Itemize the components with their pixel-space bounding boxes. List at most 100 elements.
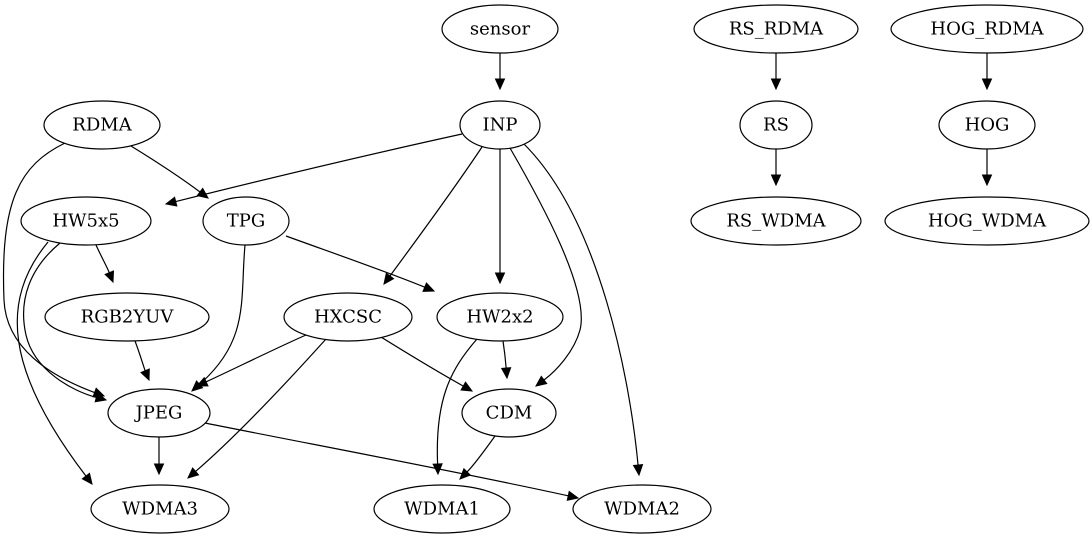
edge-rs-to-rs_wdma — [770, 148, 782, 187]
node-ellipse — [441, 4, 559, 54]
edge-line — [16, 241, 87, 477]
node-rs: RS — [739, 100, 813, 150]
edge-line — [130, 145, 201, 193]
node-label: WDMA1 — [404, 499, 480, 520]
edge-line — [389, 146, 483, 277]
edge-line — [502, 340, 507, 369]
arrowhead — [187, 467, 200, 479]
node-tpg: TPG — [202, 196, 290, 246]
arrowhead — [460, 381, 474, 392]
node-ellipse — [43, 100, 161, 150]
edge-rs_rdma-to-rs — [770, 52, 782, 91]
node-ellipse — [283, 292, 413, 342]
edges-layer — [2, 52, 993, 501]
node-sensor: sensor — [441, 4, 559, 54]
edge-line — [285, 235, 425, 288]
edge-inp-to-hw5x5 — [164, 133, 463, 207]
edge-cdm-to-wdma1 — [459, 435, 496, 480]
node-label: RS_RDMA — [729, 19, 824, 40]
edge-inp-to-cdm — [509, 147, 582, 387]
arrowhead — [770, 174, 782, 187]
edge-hxcsc-to-cdm — [380, 336, 474, 392]
node-ellipse — [20, 196, 152, 246]
node-ellipse — [572, 484, 712, 534]
node-jpeg: JPEG — [107, 388, 211, 438]
edge-hxcsc-to-jpeg — [195, 334, 307, 387]
edge-inp-to-hw2x2 — [494, 148, 506, 285]
arrowhead — [500, 367, 512, 380]
edge-line — [195, 338, 327, 472]
edge-line — [523, 143, 639, 466]
edge-inp-to-wdma2 — [523, 143, 644, 477]
arrowhead — [164, 196, 178, 207]
node-label: RS_WDMA — [726, 211, 826, 232]
node-hw2x2: HW2x2 — [436, 292, 564, 342]
edge-line — [466, 435, 496, 473]
arrowhead — [195, 376, 209, 387]
node-ellipse — [739, 100, 813, 150]
edge-rgb2yuv-to-jpeg — [134, 340, 150, 382]
node-label: TPG — [227, 211, 266, 232]
arrowhead — [981, 78, 993, 91]
node-hxcsc: HXCSC — [283, 292, 413, 342]
node-rgb2yuv: RGB2YUV — [44, 292, 210, 342]
node-label: RS — [763, 115, 789, 136]
arrowhead — [383, 272, 395, 285]
node-wdma2: WDMA2 — [572, 484, 712, 534]
node-ellipse — [436, 292, 564, 342]
arrowhead — [422, 282, 436, 292]
arrowhead — [153, 463, 165, 476]
node-label: CDM — [486, 403, 533, 424]
node-ellipse — [202, 196, 290, 246]
edge-inp-to-hxcsc — [383, 146, 483, 285]
edge-sensor-to-inp — [494, 52, 506, 91]
edge-line — [509, 147, 582, 381]
node-rdma: RDMA — [43, 100, 161, 150]
node-label: HW2x2 — [466, 307, 533, 328]
arrowhead — [140, 368, 150, 382]
arrowhead — [981, 174, 993, 187]
arrowhead — [494, 78, 506, 91]
edge-line — [2, 142, 95, 394]
edge-line — [205, 334, 307, 383]
node-ellipse — [373, 484, 511, 534]
node-rs-rdma: RS_RDMA — [693, 4, 859, 54]
node-hog-rdma: HOG_RDMA — [890, 4, 1084, 54]
arrowhead — [770, 78, 782, 91]
node-ellipse — [459, 100, 541, 150]
arrowhead — [81, 472, 93, 485]
edge-jpeg-to-wdma2 — [204, 422, 580, 501]
node-label: HOG — [965, 115, 1010, 136]
arrowhead — [566, 490, 580, 501]
node-label: HOG_WDMA — [928, 211, 1047, 232]
node-label: WDMA2 — [604, 499, 680, 520]
node-hog-wdma: HOG_WDMA — [884, 196, 1090, 246]
edge-hw2x2-to-cdm — [500, 340, 512, 380]
edge-line — [204, 422, 569, 497]
edge-line — [23, 242, 97, 399]
node-ellipse — [884, 196, 1090, 246]
node-wdma3: WDMA3 — [90, 484, 230, 534]
edge-line — [95, 244, 110, 273]
edge-hw5x5-to-jpeg — [23, 242, 108, 403]
edge-hog_rdma-to-hog — [981, 53, 993, 91]
node-inp: INP — [459, 100, 541, 150]
arrowhead — [494, 272, 506, 285]
node-ellipse — [107, 388, 211, 438]
node-ellipse — [44, 292, 210, 342]
node-ellipse — [90, 484, 230, 534]
edge-line — [199, 244, 246, 385]
node-label: HXCSC — [314, 307, 382, 328]
edge-line — [134, 340, 146, 371]
node-cdm: CDM — [461, 388, 557, 438]
arrowhead — [196, 187, 209, 199]
edge-jpeg-to-wdma3 — [153, 437, 165, 476]
arrowhead — [459, 467, 472, 480]
node-label: HOG_RDMA — [930, 19, 1044, 40]
arrowhead — [535, 375, 548, 387]
node-label: JPEG — [134, 403, 183, 424]
edge-line — [175, 133, 463, 203]
edge-hxcsc-to-wdma3 — [187, 338, 327, 479]
node-ellipse — [690, 196, 862, 246]
